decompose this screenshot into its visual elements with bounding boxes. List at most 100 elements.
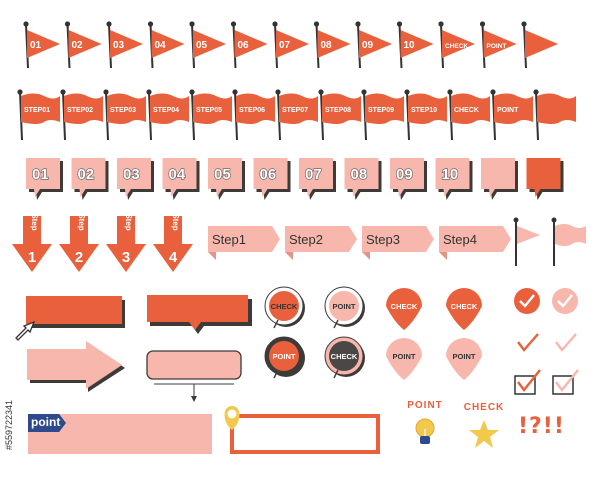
step-flag-label: STEP07 — [282, 107, 308, 114]
star-check: CHECK — [456, 402, 512, 456]
ribbon-label: Step3 — [366, 232, 400, 247]
badge-label: CHECK — [331, 352, 358, 361]
flag-label: CHECK — [445, 43, 468, 50]
badge-grid-svg: CHECK POINT CHECK CHECK POINT CHECK POINT POINT — [264, 286, 482, 380]
badge-check: CHECK — [446, 288, 482, 330]
step-flag-label: STEP05 — [196, 107, 222, 114]
arrow-step-number: 2 — [75, 249, 83, 266]
arrow-step-word: Step — [30, 213, 39, 230]
stock-id-text: #559722341 — [4, 399, 14, 450]
badge-point: POINT — [264, 336, 305, 379]
flag-label: 05 — [196, 40, 208, 51]
triangle-flag-icon — [513, 217, 540, 266]
flag-check: CHECK — [438, 21, 475, 69]
flag-03: 03 — [106, 21, 143, 69]
ribbon-label: Step4 — [443, 232, 477, 247]
flag-05: 05 — [189, 21, 226, 69]
flag-label: 02 — [72, 40, 84, 51]
badge-label: POINT — [393, 352, 416, 361]
flag-09: 09 — [355, 21, 392, 69]
arrow-step-word: Step — [171, 213, 180, 230]
number-tag-label: 03 — [123, 166, 140, 183]
wave-flag-icon — [551, 217, 586, 266]
step-flag-step10: STEP10 — [404, 89, 447, 141]
number-tag-blank — [481, 158, 518, 200]
ribbon-step4: Step4 — [439, 226, 511, 260]
flag-label: POINT — [487, 43, 507, 50]
arrow-step-number: 3 — [122, 249, 130, 266]
number-tag-label: 04 — [169, 166, 186, 183]
point-tab-box: point — [28, 412, 212, 454]
step-flag-step06: STEP06 — [232, 89, 275, 141]
stock-id: #559722341 — [4, 330, 16, 450]
number-tag-01: 01 — [26, 158, 63, 200]
step-flag-label: STEP10 — [411, 107, 437, 114]
flag-04: 04 — [147, 21, 185, 69]
badge-check: CHECK — [264, 286, 305, 329]
number-tag-07: 07 — [299, 158, 336, 200]
badge-grid: CHECK POINT CHECK CHECK POINT CHECK POINT POINT — [262, 284, 506, 384]
point-tab — [28, 414, 66, 432]
ribbon-step1: Step1 — [208, 226, 280, 260]
shadow-banner — [26, 296, 125, 328]
number-tag-03: 03 — [117, 158, 154, 200]
star-label: CHECK — [463, 402, 505, 413]
step-flag-label: POINT — [497, 107, 519, 114]
badge-check: CHECK — [386, 288, 422, 330]
step-flag-point: POINT — [490, 89, 533, 141]
flag-label: 10 — [404, 40, 416, 51]
step-flag-check: CHECK — [447, 89, 490, 141]
step-flag-label: STEP04 — [153, 107, 179, 114]
flag-blank — [521, 21, 558, 69]
flag-label: 08 — [321, 40, 333, 51]
number-tag-label: 10 — [442, 166, 459, 183]
big-arrow-shape — [26, 340, 128, 392]
flag-label: 07 — [279, 40, 291, 51]
check-marks — [510, 286, 590, 402]
flag-label: 03 — [113, 40, 125, 51]
ribbon-step-row: Step1 Step2 Step3 Step4 — [206, 222, 511, 264]
arrow-step-number: 4 — [169, 249, 178, 266]
bulb-point: POINT — [400, 400, 450, 456]
number-tag-label: 07 — [305, 166, 322, 183]
down-arrow-step-3: Step 3 — [106, 213, 146, 272]
badge-label: POINT — [453, 352, 476, 361]
flag-02: 02 — [64, 21, 102, 69]
plain-flags-svg — [513, 217, 586, 266]
ribbon-step-row-svg: Step1 Step2 Step3 Step4 — [208, 226, 511, 260]
flag-06: 06 — [230, 21, 268, 69]
plain-flags — [510, 216, 590, 268]
badge-point: POINT — [324, 286, 365, 329]
step-flag-label: STEP06 — [239, 107, 265, 114]
ribbon-step3: Step3 — [362, 226, 434, 260]
step-flag-label: STEP03 — [110, 107, 136, 114]
badge-label: CHECK — [451, 302, 478, 311]
number-tag-blank — [526, 158, 564, 200]
arrow-step-number: 1 — [28, 249, 36, 266]
number-tag-05: 05 — [208, 158, 245, 200]
cursor-icon — [12, 318, 36, 342]
outline-box — [146, 350, 246, 406]
exclamation-question-marks: !?!! — [518, 414, 565, 439]
down-arrow-step-1: Step 1 — [12, 213, 52, 272]
flag-point: POINT — [479, 21, 517, 69]
number-tag-label: 05 — [214, 166, 231, 183]
step-flag-step08: STEP08 — [318, 89, 361, 141]
step-flag-step01: STEP01 — [17, 89, 60, 141]
flag-10: 10 — [396, 21, 434, 69]
number-tag-06: 06 — [253, 158, 291, 200]
pin-frame — [218, 402, 382, 456]
arrow-step-word: Step — [124, 213, 133, 230]
check-circle-icon — [514, 288, 540, 314]
badge-check: CHECK — [324, 336, 365, 379]
ribbon-label: Step2 — [289, 232, 323, 247]
number-tag-label: 02 — [78, 166, 95, 183]
number-tag-label: 06 — [260, 166, 277, 183]
check-mark-icon — [517, 333, 539, 352]
